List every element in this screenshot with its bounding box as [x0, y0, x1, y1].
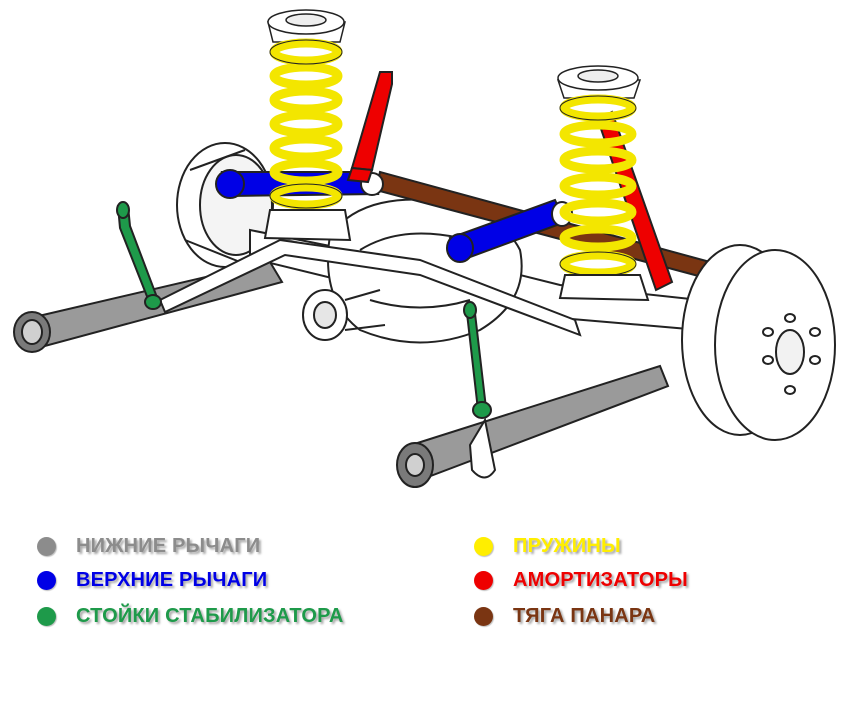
rear-suspension-diagram [13, 9, 836, 488]
right-brake-drum [681, 244, 836, 441]
legend-dot-yellow [474, 536, 493, 556]
stabilizer-links [116, 201, 492, 419]
legend-label-stabilizer-links: СТОЙКИ СТАБИЛИЗАТОРА [76, 604, 344, 627]
legend-item-shock-absorbers: АМОРТИЗАТОРЫ [474, 565, 688, 595]
legend-item-lower-arms: НИЖНИЕ РЫЧАГИ [37, 531, 260, 561]
legend-label-panhard-rod: ТЯГА ПАНАРА [513, 604, 656, 627]
coil-springs [267, 9, 642, 278]
legend-item-stabilizer-links: СТОЙКИ СТАБИЛИЗАТОРА [37, 601, 344, 631]
legend-item-springs: ПРУЖИНЫ [474, 531, 621, 561]
legend-label-upper-arms: ВЕРХНИЕ РЫЧАГИ [76, 568, 268, 591]
legend-item-upper-arms: ВЕРХНИЕ РЫЧАГИ [37, 565, 267, 595]
legend-dot-green [37, 606, 56, 626]
legend-label-lower-arms: НИЖНИЕ РЫЧАГИ [76, 534, 261, 557]
legend-item-panhard-rod: ТЯГА ПАНАРА [474, 601, 655, 631]
legend-dot-brown [474, 606, 493, 626]
legend-label-springs: ПРУЖИНЫ [513, 534, 621, 557]
legend-dot-gray [37, 536, 56, 556]
legend-dot-blue [37, 570, 56, 590]
legend-dot-red [474, 570, 493, 590]
legend-label-shock-absorbers: АМОРТИЗАТОРЫ [513, 568, 688, 591]
spring-seats [263, 209, 650, 302]
stabilizer-bar [158, 238, 582, 337]
